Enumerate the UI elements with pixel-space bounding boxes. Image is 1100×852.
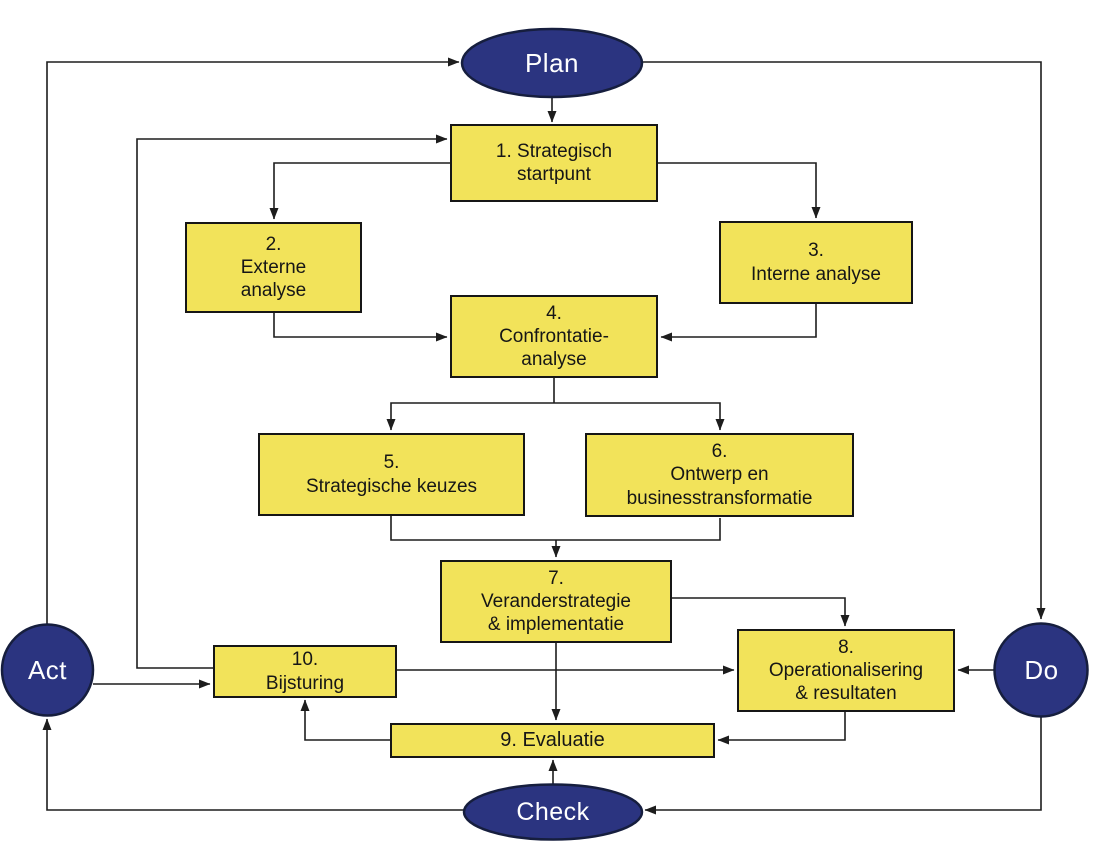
step-label-9: 9. Evaluatie: [500, 729, 605, 752]
edge-step4-to-step5: [386, 402, 554, 431]
step-box-7: 7. Veranderstrategie & implementatie: [440, 560, 672, 643]
edge-do-to-check: [644, 717, 1042, 815]
step-box-3: 3. Interne analyse: [719, 221, 913, 304]
node-do-shape: [993, 622, 1089, 718]
step-label-2: 2. Externe analyse: [240, 233, 307, 302]
node-plan-shape: [460, 27, 644, 99]
step-label-3: 3. Interne analyse: [751, 240, 881, 285]
edge-step1-to-step3: [658, 162, 821, 219]
edge-step5-step6-merge: [390, 516, 721, 541]
edge-step10-to-step1: [136, 134, 448, 669]
step-label-10: 10. Bijsturing: [265, 649, 345, 694]
step-label-1: 1. Strategisch startpunt: [495, 140, 613, 185]
node-check-shape: [462, 783, 644, 841]
node-act-shape: [0, 623, 95, 717]
step-box-10: 10. Bijsturing: [213, 645, 397, 698]
step-box-6: 6. Ontwerp en businesstransformatie: [585, 433, 854, 517]
step-box-9: 9. Evaluatie: [390, 723, 715, 758]
step-box-2: 2. Externe analyse: [185, 222, 362, 313]
step-box-5: 5. Strategische keuzes: [258, 433, 525, 516]
edge-step4-to-step6: [554, 402, 725, 431]
step-box-4: 4. Confrontatie- analyse: [450, 295, 658, 378]
step-label-7: 7. Veranderstrategie & implementatie: [481, 567, 631, 636]
step-label-6: 6. Ontwerp en businesstransformatie: [626, 441, 813, 509]
step-label-4: 4. Confrontatie- analyse: [499, 302, 609, 371]
edge-step1-to-step2: [269, 162, 450, 220]
edge-act-to-plan: [46, 57, 460, 624]
step-label-5: 5. Strategische keuzes: [305, 452, 478, 497]
edge-plan-to-do: [642, 61, 1046, 620]
step-box-1: 1. Strategisch startpunt: [450, 124, 658, 202]
edge-step8-to-step9: [717, 712, 846, 745]
edge-step9-to-step10: [300, 699, 390, 741]
step-label-8: 8. Operationalisering & resultaten: [768, 636, 924, 705]
edge-step2-to-step4: [273, 313, 448, 342]
edge-step7-to-step8: [672, 597, 850, 627]
edge-check-to-act: [42, 718, 464, 811]
edge-step3-to-step4: [660, 304, 817, 342]
step-box-8: 8. Operationalisering & resultaten: [737, 629, 955, 712]
